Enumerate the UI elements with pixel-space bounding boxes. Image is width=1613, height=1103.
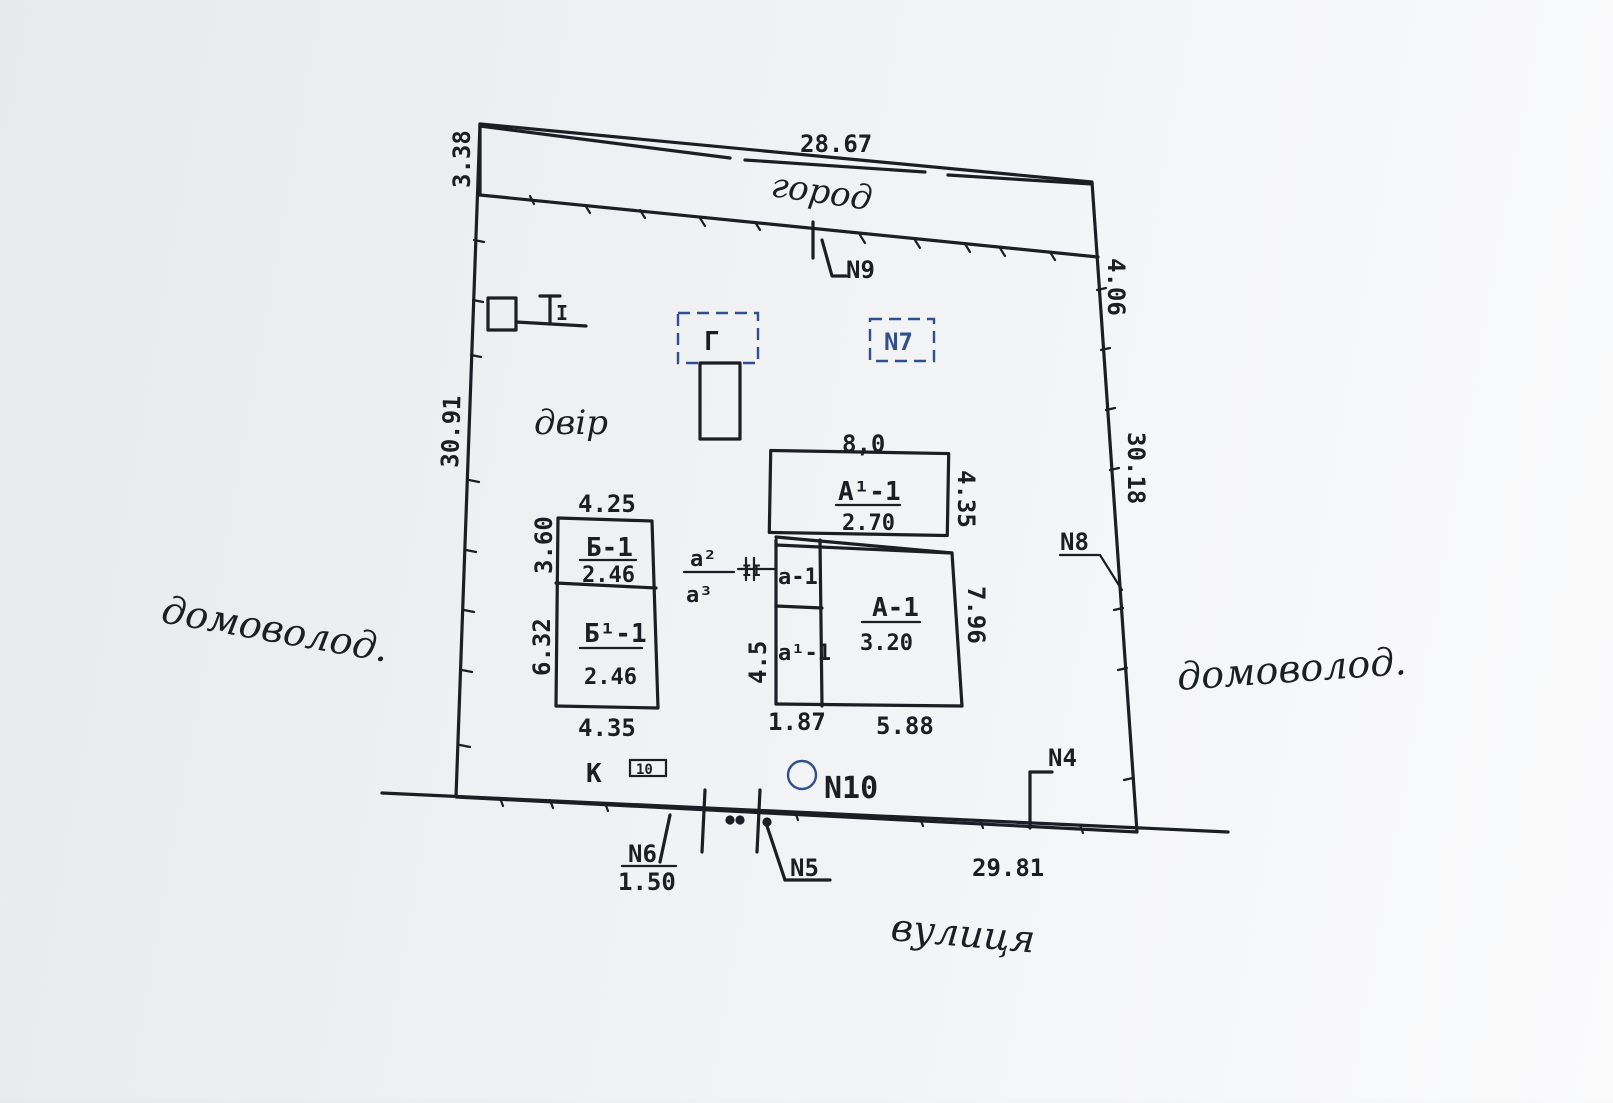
dim-building-b-top: 4.25 (578, 490, 636, 518)
label-well: К (586, 759, 602, 789)
label-porch-bottom: а³ (686, 583, 713, 608)
height-b-upper: 2.46 (582, 563, 635, 588)
toilet-structure (486, 294, 588, 332)
marker-n7: N7 (884, 328, 913, 356)
well-n10-circle (786, 759, 818, 791)
area-neighbor-right: домоволод. (1176, 639, 1408, 699)
dim-bottom: 29.81 (972, 854, 1044, 882)
label-b-lower: Б¹-1 (584, 619, 647, 649)
dim-building-a-top: 8,0 (842, 430, 885, 458)
dim-top: 28.67 (800, 130, 872, 158)
height-a1-main: 3.20 (860, 631, 913, 656)
top-dim-line-right (946, 173, 1094, 186)
dim-building-a-left: 4.5 (744, 641, 772, 684)
dim-right: 30.18 (1122, 432, 1150, 504)
building-a (767, 448, 964, 708)
height-a1-upper: 2.70 (842, 511, 895, 536)
dim-building-a-bottom-left: 1.87 (768, 708, 826, 736)
label-well-number: 10 (636, 762, 653, 778)
shed-outline (676, 311, 760, 365)
marker-n4-symbol (1028, 770, 1054, 830)
label-shed: Г (704, 327, 720, 357)
marker-n10: N10 (824, 771, 878, 806)
label-porch-roman: II (742, 561, 761, 580)
label-b-upper: Б-1 (586, 533, 633, 563)
height-b-lower: 2.46 (584, 665, 637, 690)
label-toilet: I (556, 301, 568, 325)
gate-n9 (811, 220, 848, 278)
dim-top-left: 3.38 (448, 130, 476, 188)
dim-building-a-lower-right: 7.96 (962, 586, 990, 644)
area-yard: двір (534, 403, 608, 443)
top-dim-line-left (478, 124, 732, 160)
label-a-annex-lower: а¹-1 (778, 641, 831, 666)
dim-building-b-upper-left: 3.60 (530, 516, 558, 574)
dim-building-a-upper-right: 4.35 (952, 470, 980, 528)
plot-boundary (454, 122, 1139, 834)
area-neighbor-left: домоволод. (158, 588, 392, 671)
top-dim-line-mid (743, 158, 927, 174)
n7-outline (868, 317, 936, 363)
marker-n9: N9 (846, 256, 875, 284)
area-garden: город (769, 165, 875, 219)
marker-n6: N6 (628, 840, 657, 868)
label-a1-main: А-1 (872, 593, 919, 623)
dim-building-b-bottom: 4.35 (578, 714, 636, 742)
marker-n5: N5 (790, 854, 819, 882)
dim-building-a-bottom-right: 5.88 (876, 712, 934, 740)
marker-n4: N4 (1048, 744, 1077, 772)
label-porch-top: а² (690, 547, 717, 572)
building-b (554, 516, 660, 710)
marker-n8: N8 (1060, 528, 1089, 556)
label-a1-upper: А¹-1 (838, 477, 901, 507)
shed-extension (698, 361, 742, 441)
well-k-box (628, 758, 668, 778)
porch-symbol (682, 556, 776, 582)
dim-gate-width: 1.50 (618, 868, 676, 896)
street-gates (658, 788, 832, 882)
fence-ticks (458, 194, 1135, 835)
dim-left: 30.91 (436, 395, 467, 468)
label-a-annex-upper: а-1 (778, 565, 818, 590)
dim-top-right: 4.06 (1102, 258, 1130, 316)
dim-building-b-lower-left: 6.32 (528, 618, 556, 676)
street-line (380, 791, 1230, 834)
garden-fence (478, 193, 1100, 259)
area-street: вулиця (889, 905, 1037, 961)
marker-n8-leader (1058, 553, 1124, 592)
